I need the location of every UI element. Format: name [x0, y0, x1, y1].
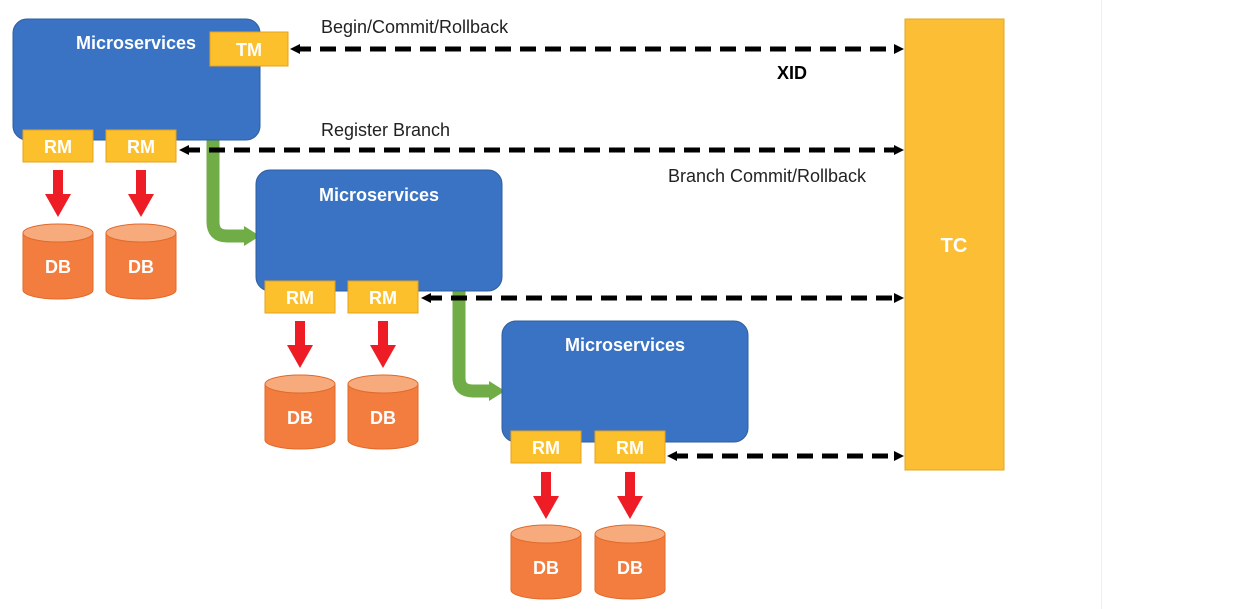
- database-cylinder: DB: [22, 223, 94, 300]
- tc-node: TC: [904, 18, 1005, 471]
- rm-label: RM: [616, 438, 644, 458]
- db-label: DB: [287, 408, 313, 428]
- database-cylinder: DB: [510, 524, 582, 600]
- rm-tag: RM: [510, 430, 582, 464]
- begin-commit-rollback-label: Begin/Commit/Rollback: [321, 17, 509, 37]
- rm-tag: RM: [105, 129, 177, 163]
- service-label: Microservices: [76, 33, 196, 53]
- red-down-arrow: [287, 321, 313, 368]
- tm-label: TM: [236, 40, 262, 60]
- rm-tag: RM: [264, 280, 336, 314]
- rm-tag: RM: [22, 129, 94, 163]
- rm-label: RM: [369, 288, 397, 308]
- rm-label: RM: [127, 137, 155, 157]
- xid-label: XID: [777, 63, 807, 83]
- service-1: Microservices TM RM RM DB DB: [12, 18, 289, 300]
- register-branch-label: Register Branch: [321, 120, 450, 140]
- rm-tag: RM: [594, 430, 666, 464]
- db-label: DB: [617, 558, 643, 578]
- db-label: DB: [533, 558, 559, 578]
- database-cylinder: DB: [105, 223, 177, 300]
- service-label: Microservices: [319, 185, 439, 205]
- rm-label: RM: [44, 137, 72, 157]
- tc-label: TC: [941, 235, 968, 257]
- service-2: Microservices RM RM DB DB: [255, 169, 503, 450]
- database-cylinder: DB: [347, 374, 419, 450]
- tm-tc-arrow: Begin/Commit/Rollback XID: [290, 17, 904, 83]
- tm-tag: TM: [209, 31, 289, 67]
- rm-tag: RM: [347, 280, 419, 314]
- db-label: DB: [45, 257, 71, 277]
- green-flow-arrow-2: [452, 281, 505, 401]
- db-label: DB: [370, 408, 396, 428]
- red-down-arrow: [617, 472, 643, 519]
- rm-tc-arrow-1: Register Branch Branch Commit/Rollback: [179, 120, 904, 186]
- database-cylinder: DB: [594, 524, 666, 600]
- tc-box: [904, 18, 1005, 471]
- red-down-arrow: [128, 170, 154, 217]
- green-flow-arrow-1: [206, 130, 260, 246]
- service-label: Microservices: [565, 335, 685, 355]
- red-down-arrow: [370, 321, 396, 368]
- db-label: DB: [128, 257, 154, 277]
- rm-label: RM: [532, 438, 560, 458]
- rm-label: RM: [286, 288, 314, 308]
- red-down-arrow: [533, 472, 559, 519]
- branch-commit-rollback-label: Branch Commit/Rollback: [668, 166, 867, 186]
- page-divider: [1101, 0, 1102, 609]
- red-down-arrow: [45, 170, 71, 217]
- database-cylinder: DB: [264, 374, 336, 450]
- service-3: Microservices RM RM DB DB: [501, 320, 749, 600]
